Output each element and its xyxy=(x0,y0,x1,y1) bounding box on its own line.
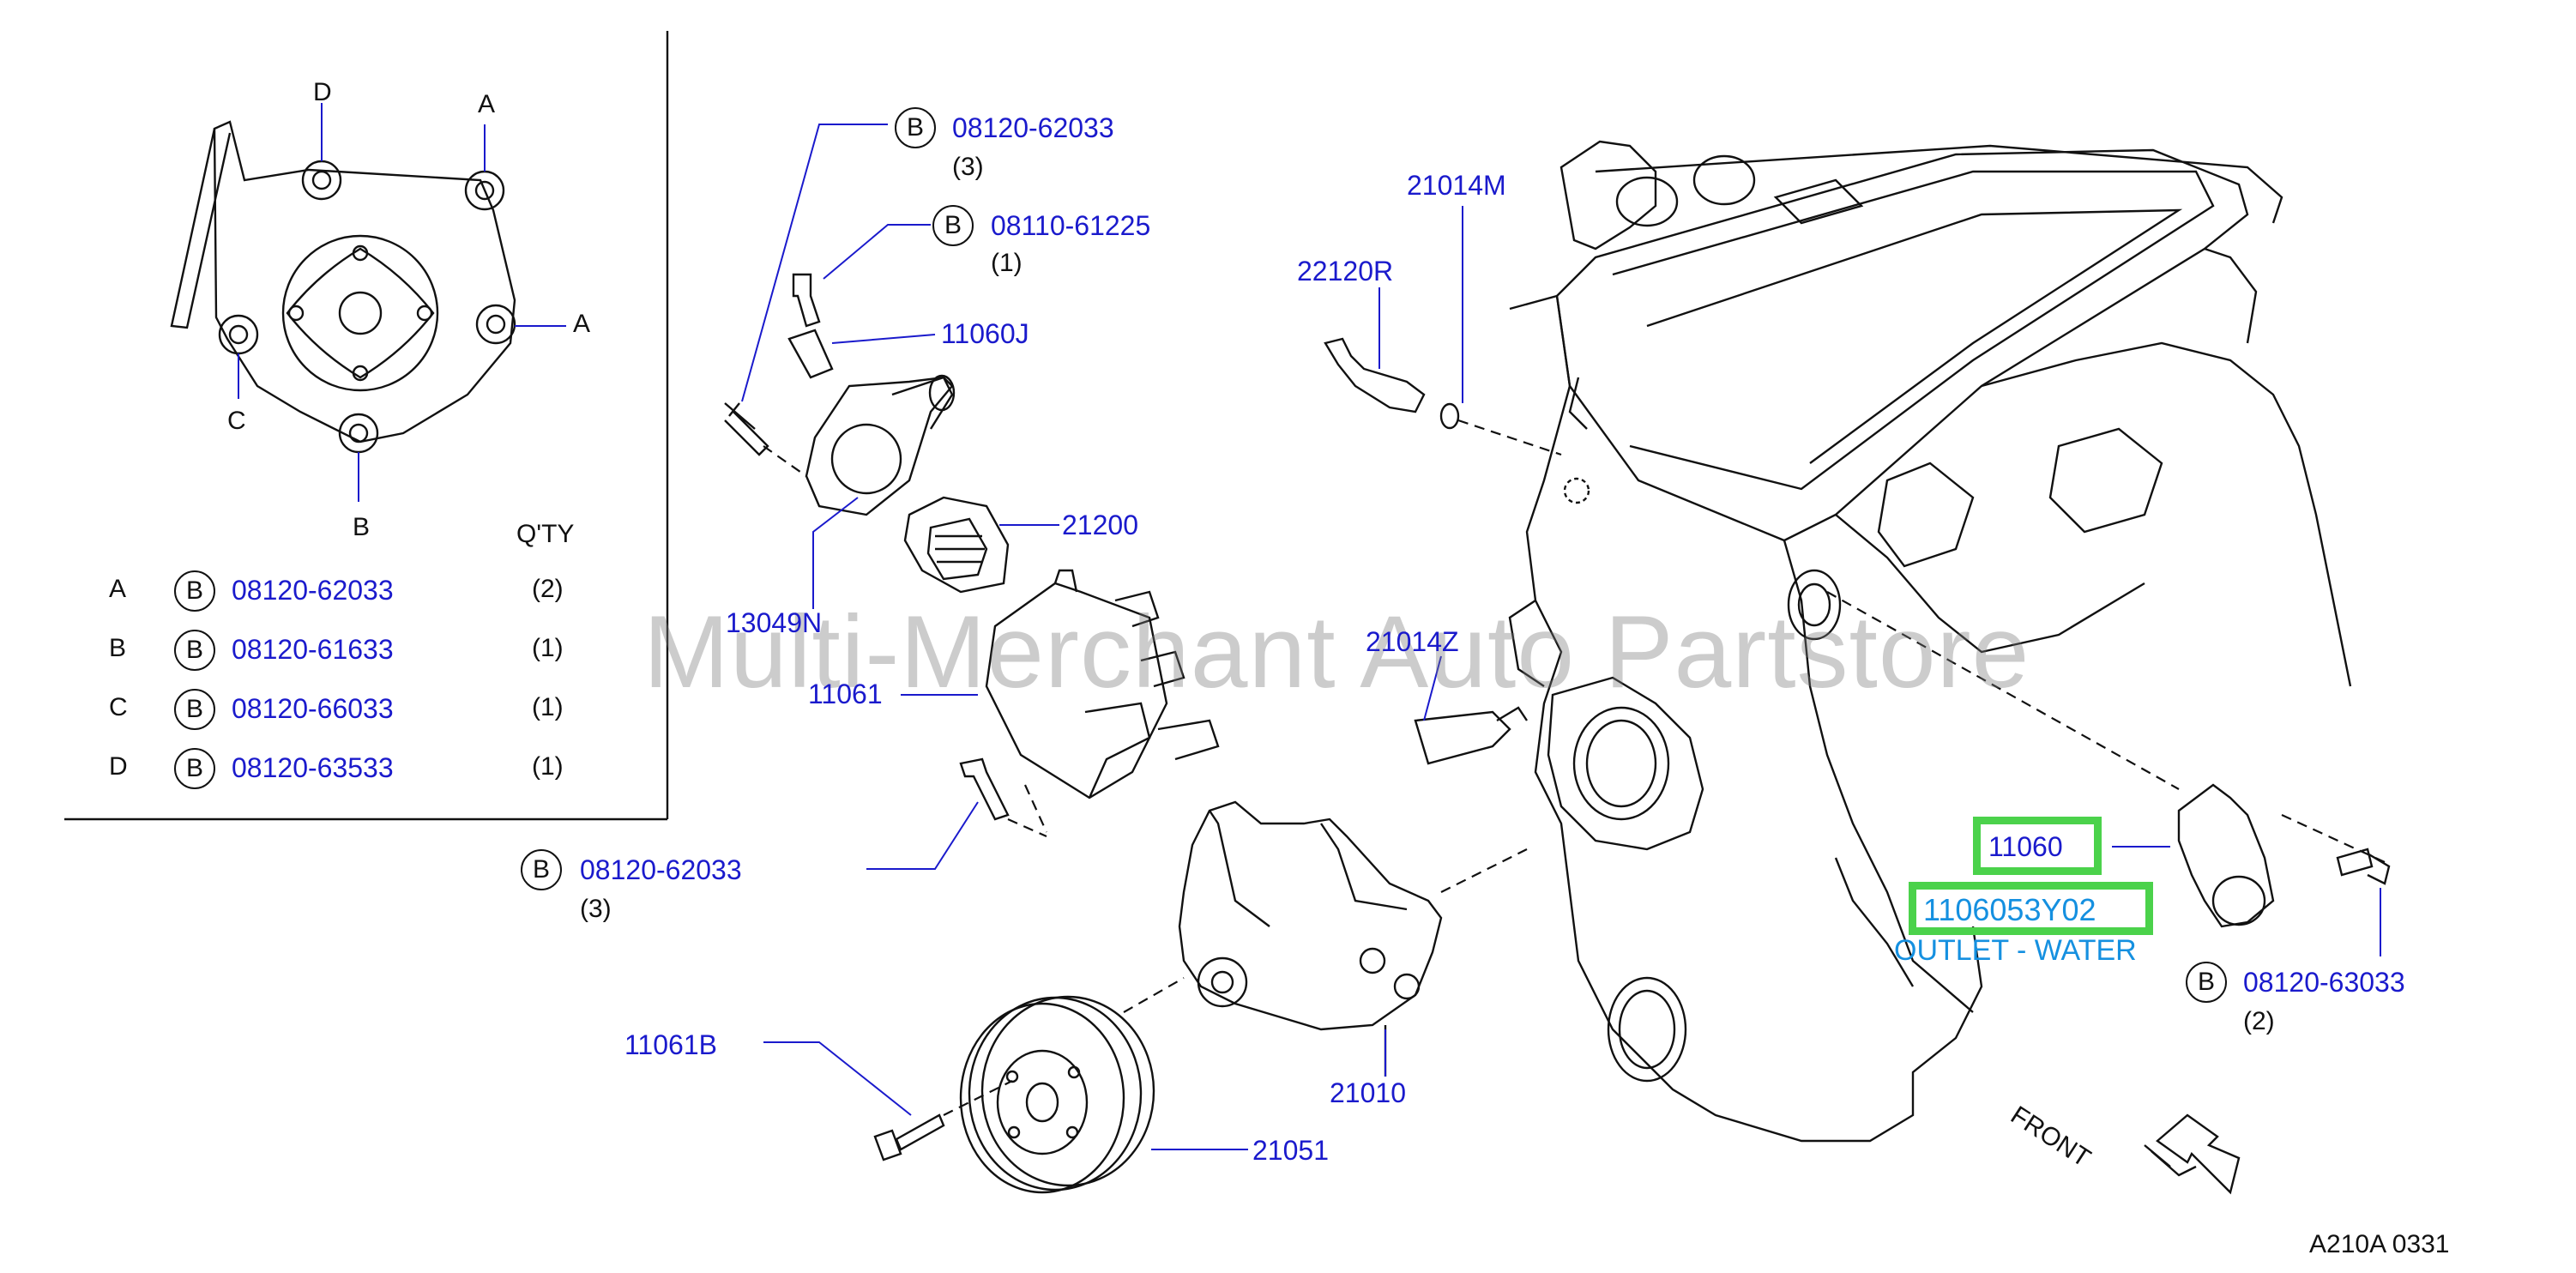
water-outlet xyxy=(1826,591,2391,956)
diagram-code: A210A 0331 xyxy=(2309,1230,2450,1258)
pulley-bolt xyxy=(763,1041,1013,1161)
lower-bolt xyxy=(866,757,1048,870)
callout-bolt-lower[interactable]: 08120-62033 xyxy=(580,854,742,885)
inset-row-part[interactable]: 08120-61633 xyxy=(232,634,394,665)
inset-row-part[interactable]: 08120-63533 xyxy=(232,752,394,783)
callout-bolt-bracket[interactable]: 08110-61225 xyxy=(991,210,1151,241)
callout-bolt-bracket-qty: (1) xyxy=(991,249,1023,277)
callout-outlet[interactable]: 11060 xyxy=(1988,831,2063,862)
inset-row-qty: (1) xyxy=(532,634,564,662)
thermostat-housing xyxy=(805,374,956,609)
callout-bolt-outlet[interactable]: 08120-63033 xyxy=(2243,967,2405,998)
callout-housing[interactable]: 11061 xyxy=(808,679,883,709)
inset-row-part[interactable]: 08120-62033 xyxy=(232,575,394,606)
inset-row-qty: (2) xyxy=(532,575,564,603)
callout-thermostat[interactable]: 21200 xyxy=(1062,510,1138,540)
highlight-box xyxy=(1909,882,2153,935)
inset-row-qty: (1) xyxy=(532,752,564,781)
inset-frame xyxy=(64,31,669,821)
inset-row-letter: C xyxy=(109,693,128,721)
callout-bolt-top[interactable]: 08120-62033 xyxy=(952,112,1114,143)
callout-sensor[interactable]: 21014M xyxy=(1407,170,1506,201)
bolt-mark-icon: B xyxy=(932,205,974,246)
bolt-mark-icon: B xyxy=(174,630,215,671)
inset-point-d: D xyxy=(313,78,332,106)
callout-bolt-top-qty: (3) xyxy=(952,153,984,181)
bolt-mark-icon: B xyxy=(521,849,562,890)
inset-pump-flange xyxy=(170,103,566,502)
bolt-mark-icon: B xyxy=(174,689,215,730)
inlet-housing xyxy=(901,569,1220,799)
bolt-mark-icon: B xyxy=(895,107,936,148)
inset-point-b: B xyxy=(353,513,371,541)
bolt-mark-icon: B xyxy=(174,748,215,789)
inset-row-letter: A xyxy=(109,575,127,603)
front-arrow xyxy=(2144,1113,2241,1195)
callout-outlet-name: OUTLET - WATER xyxy=(1894,934,2137,967)
bolt-mark-icon: B xyxy=(174,570,215,612)
inset-row-letter: D xyxy=(109,752,128,781)
inset-row-letter: B xyxy=(109,634,127,662)
callout-bolt-lower-qty: (3) xyxy=(580,895,612,923)
bracket-bolt xyxy=(787,224,936,379)
inset-row-qty: (1) xyxy=(532,693,564,721)
thermostat xyxy=(903,496,1059,594)
callout-bracket[interactable]: 11060J xyxy=(941,318,1029,349)
qty-header: Q'TY xyxy=(516,520,575,548)
inset-row-part[interactable]: 08120-66033 xyxy=(232,693,394,724)
inset-point-a-right: A xyxy=(573,310,591,338)
engine-block xyxy=(1508,140,2352,1143)
inset-point-c: C xyxy=(227,407,246,435)
inset-point-a-top: A xyxy=(478,90,496,118)
callout-outlet-part[interactable]: 1106053Y02 xyxy=(1923,892,2096,927)
top-bolts xyxy=(724,124,888,477)
water-pump xyxy=(1123,800,1528,1077)
watermark: Multi-Merchant Auto Partstore xyxy=(643,594,2030,709)
callout-bolt-outlet-qty: (2) xyxy=(2243,1007,2275,1035)
callout-pump[interactable]: 21010 xyxy=(1330,1077,1406,1108)
highlight-box xyxy=(1973,817,2102,875)
callout-gasket[interactable]: 13049N xyxy=(726,607,823,638)
callout-pulley[interactable]: 21051 xyxy=(1252,1135,1329,1166)
callout-pulley-bolt[interactable]: 11061B xyxy=(624,1029,717,1060)
callout-switch[interactable]: 22120R xyxy=(1297,256,1394,287)
pulley xyxy=(959,995,1248,1194)
callout-drain[interactable]: 21014Z xyxy=(1366,626,1459,657)
bolt-mark-icon: B xyxy=(2186,962,2227,1003)
sensors xyxy=(1324,206,1562,765)
